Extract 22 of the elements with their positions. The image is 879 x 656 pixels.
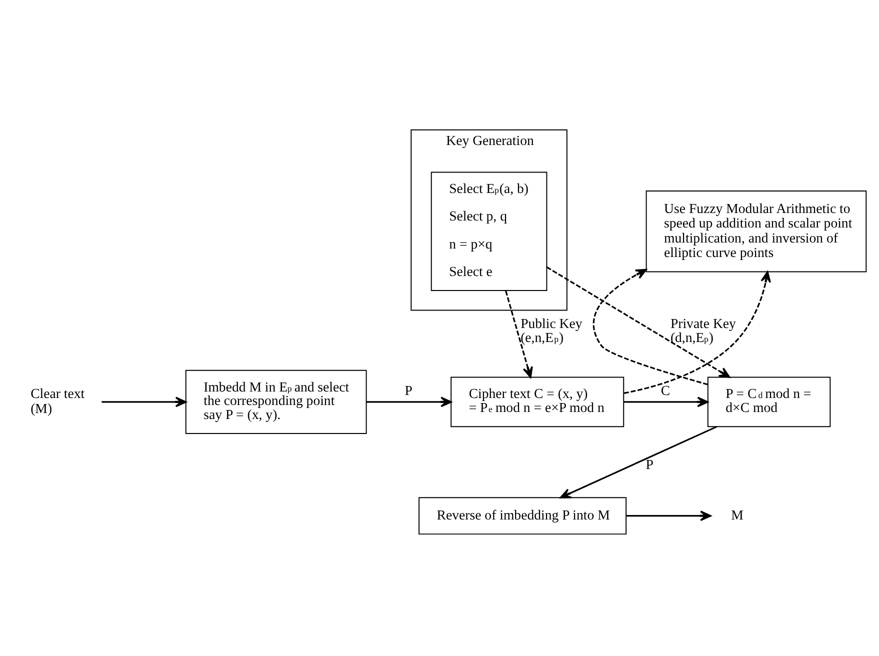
node-box: Reverse of imbedding P into M [418, 497, 627, 535]
edge-label: C [660, 383, 670, 398]
edge-label: Private Key (d,n,Ep) [670, 316, 736, 345]
arrow [560, 426, 718, 498]
edge-label: Public Key (e,n,Ep) [520, 316, 582, 345]
node-box: P = Cd mod n = d×C mod [707, 376, 831, 428]
edge-label: P [404, 383, 412, 398]
arrow [626, 510, 712, 522]
arrow [366, 396, 452, 408]
node-box: Select Ep(a, b) Select p, q n = p×q Select e [430, 172, 548, 292]
node-text: M [731, 507, 744, 522]
arrow [102, 396, 187, 408]
arrow [624, 396, 708, 408]
node-text: Clear text (M) [30, 386, 85, 416]
arrow [624, 271, 771, 394]
arrow [592, 268, 708, 386]
node-box: Use Fuzzy Modular Arithmetic to speed up addition and scalar point multiplication, and inversion of elliptic curve points [646, 190, 867, 272]
node-box: Cipher text C = (x, y) = Pe mod n = e×P mod n [450, 376, 624, 428]
node-box: Imbedd M in Ep and select the corresponding point say P = (x, y). [185, 370, 367, 434]
edge-label: P [646, 457, 654, 472]
arrow [546, 266, 730, 378]
arrow [505, 290, 533, 378]
